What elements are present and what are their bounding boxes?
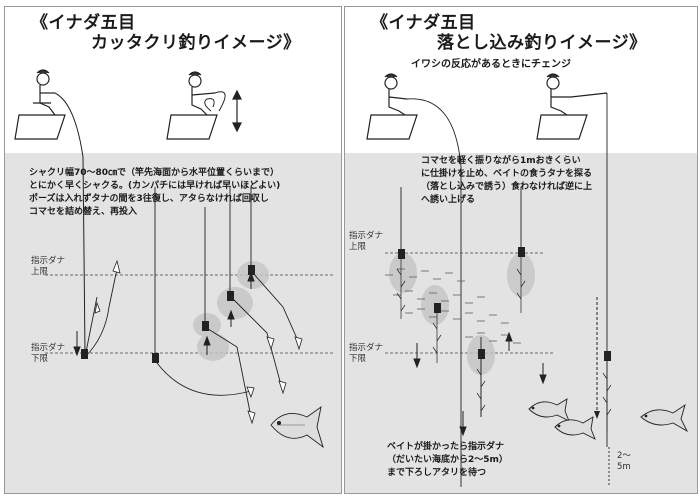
right-subtitle: イワシの反応があるときにチェンジ	[411, 59, 571, 70]
left-angler-2	[166, 71, 218, 140]
right-depth-label: 2～ 5m	[617, 451, 631, 472]
right-chum-clouds	[389, 253, 535, 375]
right-angler-1	[366, 73, 418, 140]
left-lower-label: 指示ダナ 下限	[31, 343, 66, 364]
right-panel: 《イナダ五目 落とし込み釣りイメージ》 イワシの反応があるときにチェンジ	[344, 6, 698, 494]
right-illustration	[366, 73, 689, 487]
right-fish	[528, 398, 689, 440]
right-bottom-note: ベイトが掛かったら指示ダナ （だいたい海底から2～5m） まで下ろしアタリを待つ	[387, 442, 508, 478]
left-fish	[270, 405, 324, 449]
left-upper-label: 指示ダナ 上限	[31, 256, 66, 277]
left-illustration	[14, 69, 335, 449]
right-title-line1: 《イナダ五目	[371, 13, 476, 33]
right-lower-label: 指示ダナ 下限	[349, 343, 384, 364]
right-bait-school	[385, 268, 521, 344]
left-description: シャクリ幅70～80㎝で（竿先海面から水平位置くらいまで） とにかく早くシャクる…	[29, 168, 281, 217]
left-title-line2: カッタクリ釣りイメージ》	[91, 33, 301, 53]
left-title-line1: 《イナダ五目	[31, 13, 136, 33]
right-upper-label: 指示ダナ 上限	[349, 231, 384, 252]
right-title-line2: 落とし込み釣りイメージ》	[437, 33, 647, 53]
right-angler-2	[536, 73, 608, 140]
left-panel: 《イナダ五目 カッタクリ釣りイメージ》	[4, 6, 342, 494]
left-angler-1	[14, 69, 66, 140]
right-description: コマセを軽く振りながら1mおきくらい に仕掛けを止め、ベイトの食うタナを探る （…	[421, 156, 593, 205]
